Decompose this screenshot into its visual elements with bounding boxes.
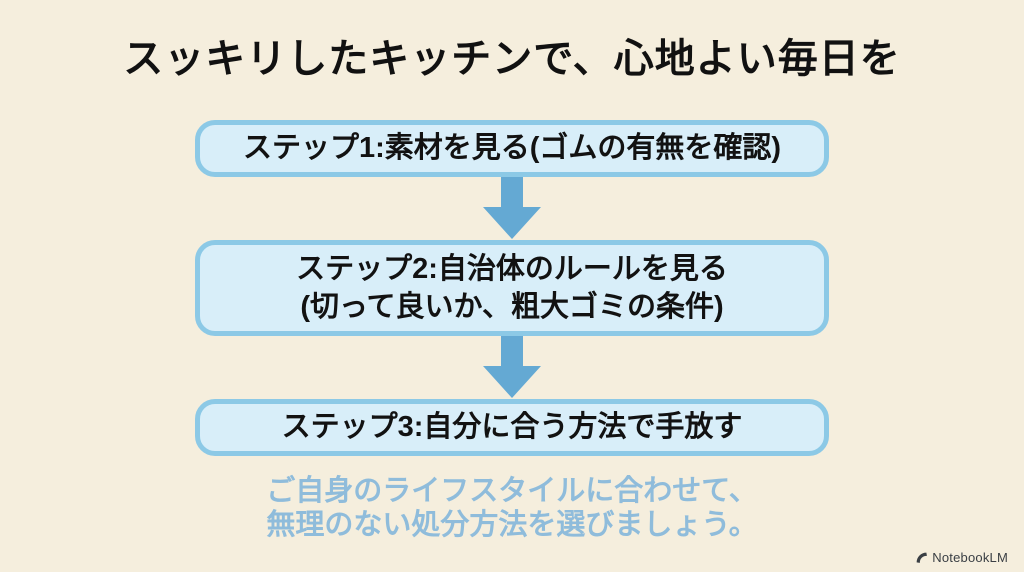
footer-line-2: 無理のない処分方法を選びましょう。 (266, 509, 758, 542)
notebooklm-logo-icon (916, 552, 928, 563)
down-arrow-icon (483, 177, 541, 240)
footer-note: ご自身のライフスタイルに合わせて、 無理のない処分方法を選びましょう。 (0, 474, 1024, 542)
step-1-label: ステップ1:素材を見る(ゴムの有無を確認) (242, 132, 782, 165)
arrow-shaft (501, 177, 523, 207)
step-2-label-line-1: ステップ2:自治体のルールを見る (296, 252, 728, 285)
page-title: スッキリしたキッチンで、心地よい毎日を (123, 37, 901, 81)
step-box-1: ステップ1:素材を見る(ゴムの有無を確認) (195, 120, 829, 177)
notebooklm-watermark: NotebookLM (915, 550, 1008, 565)
arrow-shaft (501, 336, 523, 366)
flowchart: ステップ1:素材を見る(ゴムの有無を確認) ステップ2:自治体のルールを見る (… (0, 120, 1024, 456)
step-box-2: ステップ2:自治体のルールを見る (切って良いか、粗大ゴミの条件) (195, 240, 829, 336)
arrow-head (483, 366, 541, 398)
footer-line-1: ご自身のライフスタイルに合わせて、 (266, 475, 758, 507)
down-arrow-icon (483, 336, 541, 399)
notebooklm-label: NotebookLM (932, 550, 1008, 565)
step-box-3: ステップ3:自分に合う方法で手放す (195, 399, 829, 456)
step-3-label: ステップ3:自分に合う方法で手放す (281, 411, 743, 444)
arrow-head (483, 207, 541, 239)
step-2-label-line-2: (切って良いか、粗大ゴミの条件) (300, 291, 724, 323)
